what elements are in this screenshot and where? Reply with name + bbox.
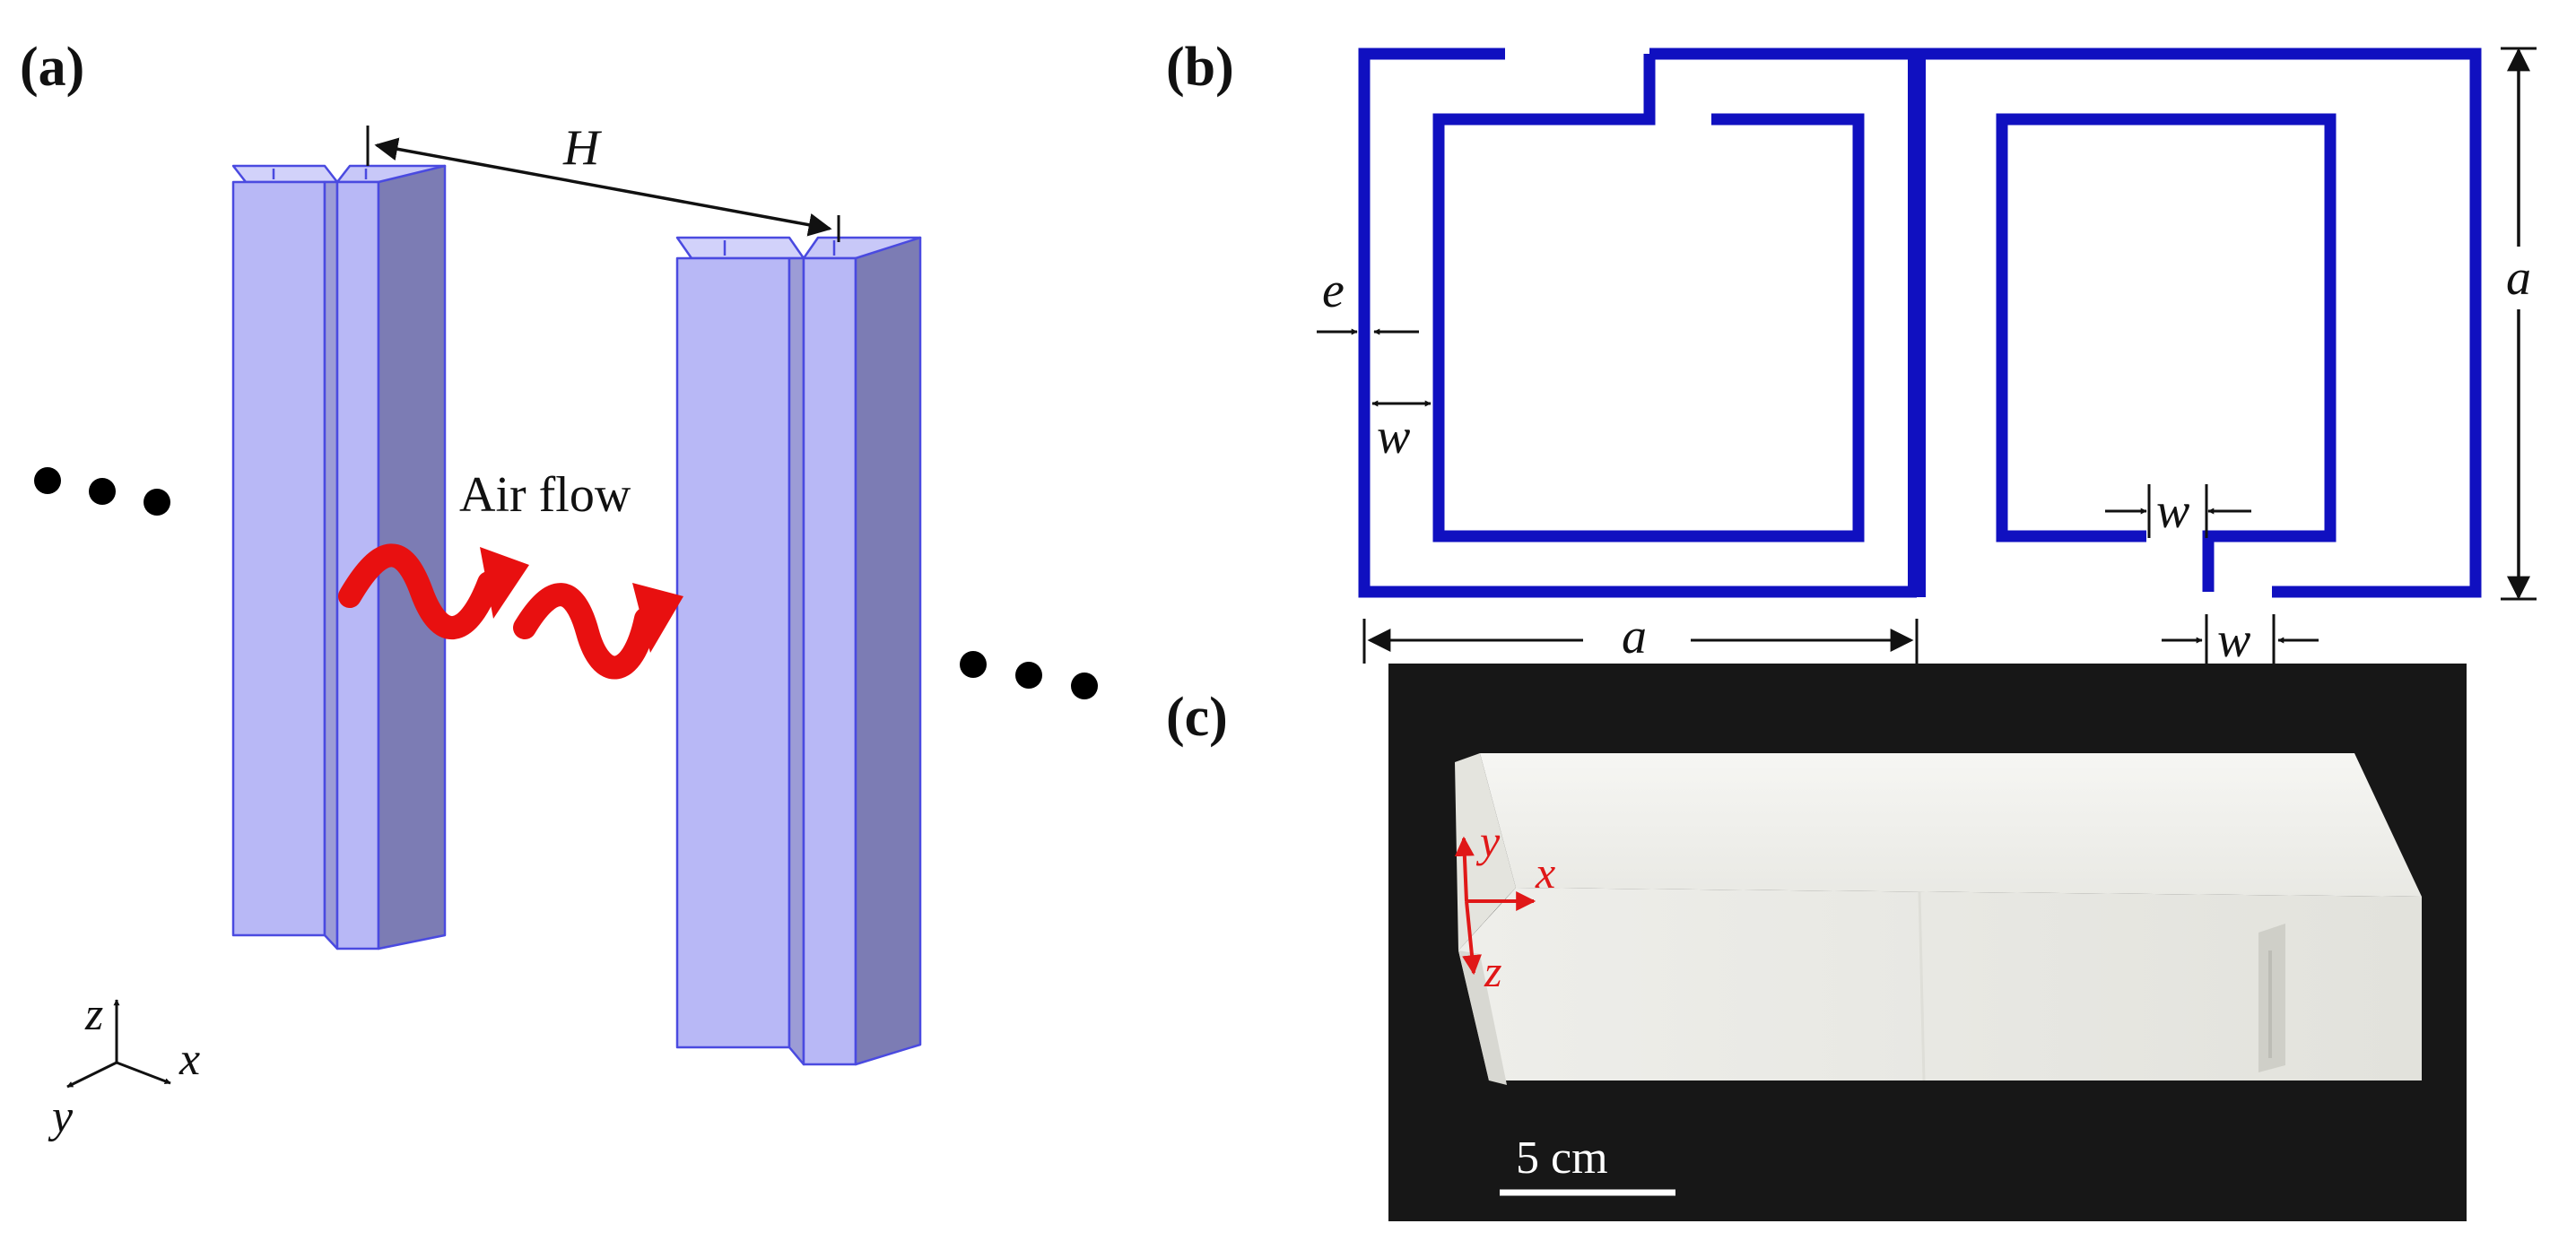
column-top	[231, 164, 339, 184]
block-edge	[1458, 950, 1507, 1085]
left-outer-frame	[1358, 48, 1917, 598]
axis-triad-c: y x z	[1454, 816, 1555, 996]
axis-y-label: y	[48, 1091, 74, 1142]
photo-axis-x-label: x	[1535, 847, 1555, 898]
block-front-face	[1458, 888, 2422, 1080]
block-top-face	[1480, 753, 2422, 897]
panel-a: (a) H	[20, 37, 1098, 1142]
panel-b: (b) a	[1166, 37, 2538, 668]
right-outer-frame	[1917, 48, 2482, 598]
flow-arrow-head	[480, 547, 529, 619]
photo-axis-z-label: z	[1484, 946, 1501, 996]
scale-bar-label: 5 cm	[1516, 1133, 1608, 1184]
dimension-a-vertical: a	[2501, 47, 2538, 601]
panel-c: (c) y x z 5 cm	[1166, 664, 2467, 1221]
dimension-w-left-label: w	[1377, 409, 1410, 464]
dimension-w-left: w	[1371, 400, 1432, 464]
resonator-pattern	[1358, 48, 2482, 598]
right-inner-loop	[1996, 113, 2337, 592]
dimension-e-label: e	[1322, 263, 1345, 318]
column-front	[675, 256, 791, 1049]
air-flow-arrows	[338, 543, 683, 680]
dimension-w-bottom: w	[2162, 612, 2319, 668]
left-notch	[1565, 54, 1656, 126]
flow-arrow-1	[338, 543, 500, 639]
photo-axis-y-label: y	[1475, 816, 1501, 866]
dimension-a-horizontal-label: a	[1622, 609, 1647, 664]
ellipsis-right	[960, 651, 1098, 699]
dimension-e: e	[1317, 263, 1419, 335]
ellipsis-left	[34, 467, 170, 516]
dimension-arrow	[374, 137, 832, 237]
axis-x-label: x	[178, 1034, 200, 1085]
dimension-a-vertical-label: a	[2506, 250, 2531, 306]
column-top	[675, 236, 805, 260]
column-front	[231, 180, 326, 937]
dimension-w-bottom-label: w	[2217, 612, 2250, 668]
scale-bar: 5 cm	[1500, 1133, 1675, 1196]
panel-c-label: (c)	[1166, 687, 1228, 748]
dimension-h: H	[366, 120, 840, 242]
dimension-w-slot: w	[2105, 483, 2251, 539]
column-side	[854, 236, 922, 1066]
axis-triad-a: z x y	[48, 989, 200, 1142]
flow-arrow-head	[632, 583, 683, 653]
column-pair-right	[675, 236, 922, 1066]
column-front	[802, 256, 857, 1066]
axis-z-label: z	[84, 989, 103, 1040]
dimension-h-label: H	[562, 120, 602, 176]
air-flow-label: Air flow	[459, 467, 631, 523]
panel-a-label: (a)	[20, 37, 84, 98]
column-gap	[788, 256, 805, 1066]
column-gap	[323, 180, 339, 950]
panel-b-label: (b)	[1166, 37, 1234, 98]
printed-sample-block	[1455, 753, 2422, 1085]
left-inner-loop	[1432, 113, 1865, 542]
flow-arrow-2	[513, 583, 657, 680]
dimension-a-horizontal: a	[1362, 609, 1919, 664]
dimension-w-slot-label: w	[2156, 483, 2189, 539]
